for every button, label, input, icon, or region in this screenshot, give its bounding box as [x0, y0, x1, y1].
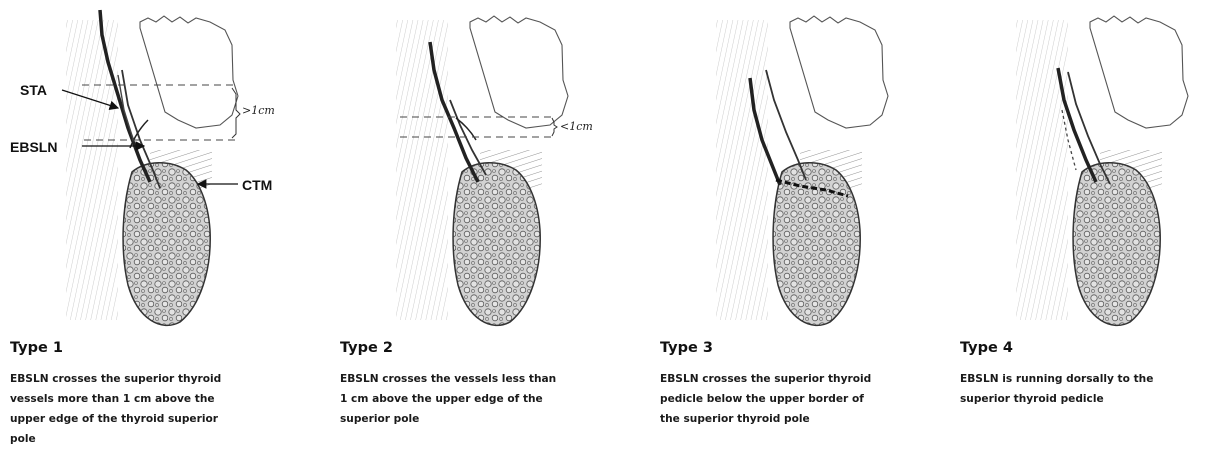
anatomy-drawing-type-4	[950, 0, 1213, 340]
panel-type-4: Type 4 EBSLN is running dorsally to the …	[950, 0, 1213, 459]
type-1-description: EBSLN crosses the superior thyroid vesse…	[10, 369, 221, 449]
measurement-type-1: >1cm	[242, 104, 275, 117]
type-2-line-1: EBSLN crosses the vessels less than	[340, 373, 556, 385]
anatomy-drawing-type-1	[0, 0, 303, 340]
type-4-line-1: EBSLN is running dorsally to the	[960, 373, 1153, 385]
panel-type-1: STA EBSLN CTM >1cm Type 1 EBSLN crosses …	[0, 0, 303, 459]
label-ctm: CTM	[242, 177, 272, 193]
mandible-outline	[140, 16, 238, 128]
type-3-description: EBSLN crosses the superior thyroid pedic…	[660, 369, 871, 429]
type-4-description: EBSLN is running dorsally to the superio…	[960, 369, 1153, 409]
mandible-outline	[1090, 16, 1188, 128]
type-4-title: Type 4	[960, 340, 1013, 356]
type-2-line-3: superior pole	[340, 413, 419, 425]
thyroid-lobe	[123, 163, 210, 326]
panel-type-2: <1cm Type 2 EBSLN crosses the vessels le…	[330, 0, 633, 459]
mandible-outline	[470, 16, 568, 128]
label-ebsln: EBSLN	[10, 139, 57, 155]
type-1-line-2: vessels more than 1 cm above the	[10, 393, 215, 405]
type-3-line-3: the superior thyroid pole	[660, 413, 810, 425]
type-3-title: Type 3	[660, 340, 713, 356]
neck-hatching	[1016, 20, 1068, 320]
type-2-title: Type 2	[340, 340, 393, 356]
thyroid-lobe	[1073, 163, 1160, 326]
type-1-line-3: upper edge of the thyroid superior	[10, 413, 218, 425]
measurement-type-2: <1cm	[560, 120, 593, 133]
type-1-title: Type 1	[10, 340, 63, 356]
panel-type-3: Type 3 EBSLN crosses the superior thyroi…	[650, 0, 953, 459]
neck-hatching	[396, 20, 448, 320]
type-1-line-1: EBSLN crosses the superior thyroid	[10, 373, 221, 385]
mandible-outline	[790, 16, 888, 128]
type-2-line-2: 1 cm above the upper edge of the	[340, 393, 543, 405]
type-3-line-1: EBSLN crosses the superior thyroid	[660, 373, 871, 385]
type-1-line-4: pole	[10, 433, 36, 445]
type-2-description: EBSLN crosses the vessels less than 1 cm…	[340, 369, 556, 429]
thyroid-lobe	[453, 163, 540, 326]
label-sta: STA	[20, 82, 47, 98]
type-4-line-2: superior thyroid pedicle	[960, 393, 1104, 405]
neck-hatching	[716, 20, 768, 320]
anatomy-drawing-type-3	[650, 0, 953, 340]
anatomy-drawing-type-2	[330, 0, 633, 340]
type-3-line-2: pedicle below the upper border of	[660, 393, 864, 405]
